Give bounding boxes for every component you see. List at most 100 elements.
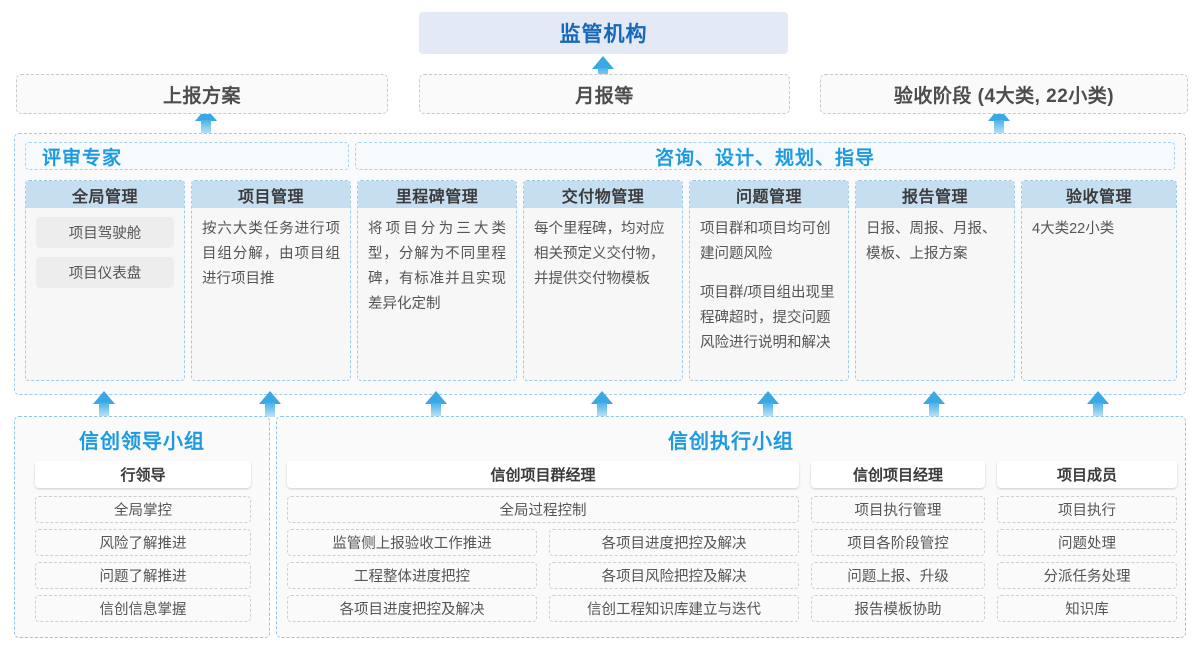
task-label: 知识库 [1065,602,1109,618]
arrow-up-icon [923,391,945,417]
leader-group-title: 信创领导小组 [79,431,205,453]
task-item[interactable]: 各项目风险把控及解决 [549,562,799,589]
card-body: 项目驾驶舱 项目仪表盘 [26,208,184,288]
task-label: 问题处理 [1058,536,1116,552]
task-item[interactable]: 各项目进度把控及解决 [287,595,537,622]
output-label: 月报等 [575,85,634,107]
arrow-up-icon [757,391,779,417]
card-acceptance-management[interactable]: 验收管理 4大类22小类 [1021,180,1177,381]
card-body: 项目群和项目均可创建问题风险 项目群/项目组出现里程碑超时，提交问题风险进行说明… [690,208,848,356]
task-label: 问题上报、升级 [847,569,949,585]
card-title: 项目管理 [192,181,350,208]
consulting-text: 咨询、设计、规划、指导 [654,147,875,169]
arrow-up-icon [425,391,447,417]
task-label: 各项目进度把控及解决 [601,536,747,552]
card-pill[interactable]: 项目驾驶舱 [36,217,174,248]
task-item[interactable]: 分派任务处理 [997,562,1177,589]
task-label: 工程整体进度把控 [354,569,470,585]
card-title: 报告管理 [856,181,1014,208]
card-paragraph: 4大类22小类 [1032,221,1115,237]
card-title: 验收管理 [1022,181,1176,208]
role-label: 行领导 [120,467,166,484]
output-box-monthly-report: 月报等 [419,74,790,114]
card-pill[interactable]: 项目仪表盘 [36,257,174,288]
task-label: 分派任务处理 [1043,569,1131,585]
platform-panel: 评审专家 咨询、设计、规划、指导 全局管理 项目驾驶舱 项目仪表盘 项目管理 按… [14,133,1186,395]
task-item[interactable]: 报告模板协助 [811,595,985,622]
card-project-management[interactable]: 项目管理 按六大类任务进行项目组分解，由项目组进行项目推 [191,180,351,381]
task-item[interactable]: 风险了解推进 [35,529,251,556]
task-label: 监管侧上报验收工作推进 [332,536,492,552]
task-item[interactable]: 工程整体进度把控 [287,562,537,589]
task-label: 全局掌控 [114,503,172,519]
review-expert-text: 评审专家 [42,147,123,169]
card-global-management[interactable]: 全局管理 项目驾驶舱 项目仪表盘 [25,180,185,381]
role-header-program-manager: 信创项目群经理 [287,461,799,488]
task-label: 项目执行 [1058,503,1116,519]
task-item[interactable]: 知识库 [997,595,1177,622]
consulting-label: 咨询、设计、规划、指导 [355,142,1175,170]
card-deliverable-management[interactable]: 交付物管理 每个里程碑，均对应相关预定义交付物，并提供交付物模板 [523,180,683,381]
task-label: 报告模板协助 [854,602,942,618]
task-item[interactable]: 项目执行管理 [811,496,985,523]
task-item[interactable]: 问题了解推进 [35,562,251,589]
card-paragraph: 项目群/项目组出现里程碑超时，提交问题风险进行说明和解决 [700,285,835,351]
task-item[interactable]: 监管侧上报验收工作推进 [287,529,537,556]
regulator-banner: 监管机构 [419,12,788,54]
task-label: 问题了解推进 [99,569,187,585]
task-label: 各项目风险把控及解决 [601,569,747,585]
card-issue-management[interactable]: 问题管理 项目群和项目均可创建问题风险 项目群/项目组出现里程碑超时，提交问题风… [689,180,849,381]
task-label: 信创信息掌握 [99,602,187,618]
task-item[interactable]: 各项目进度把控及解决 [549,529,799,556]
role-header-bank-leader: 行领导 [35,461,251,488]
card-title: 交付物管理 [524,181,682,208]
card-title: 全局管理 [26,181,184,208]
role-label: 信创项目经理 [852,467,943,484]
card-paragraph: 每个里程碑，均对应相关预定义交付物，并提供交付物模板 [534,221,665,287]
card-milestone-management[interactable]: 里程碑管理 将项目分为三大类型，分解为不同里程碑，有标准并且实现差异化定制 [357,180,517,381]
task-label: 项目各阶段管控 [847,536,949,552]
task-item[interactable]: 问题处理 [997,529,1177,556]
card-body: 将项目分为三大类型，分解为不同里程碑，有标准并且实现差异化定制 [358,208,516,317]
task-label: 各项目进度把控及解决 [339,602,485,618]
card-title: 里程碑管理 [358,181,516,208]
role-label: 信创项目群经理 [490,467,596,484]
review-expert-label: 评审专家 [25,142,349,170]
arrow-up-icon [93,391,115,417]
task-item[interactable]: 项目各阶段管控 [811,529,985,556]
output-box-acceptance-stage: 验收阶段 (4大类, 22小类) [820,74,1188,114]
arrow-up-icon [1087,391,1109,417]
task-label: 全局过程控制 [499,503,587,519]
exec-group-panel: 信创执行小组 信创项目群经理 全局过程控制 监管侧上报验收工作推进 工程整体进度… [276,416,1186,638]
task-item[interactable]: 全局掌控 [35,496,251,523]
task-item[interactable]: 信创信息掌握 [35,595,251,622]
arrow-up-icon [259,391,281,417]
role-header-project-member: 项目成员 [997,461,1177,488]
card-paragraph: 项目群和项目均可创建问题风险 [700,221,831,262]
card-title: 问题管理 [690,181,848,208]
task-item[interactable]: 问题上报、升级 [811,562,985,589]
card-paragraph: 将项目分为三大类型，分解为不同里程碑，有标准并且实现差异化定制 [368,221,506,312]
card-body: 日报、周报、月报、模板、上报方案 [856,208,1014,267]
task-item[interactable]: 项目执行 [997,496,1177,523]
role-label: 项目成员 [1056,467,1117,484]
arrow-up-icon [591,391,613,417]
output-label: 验收阶段 (4大类, 22小类) [893,85,1115,107]
leader-group-panel: 信创领导小组 行领导 全局掌控 风险了解推进 问题了解推进 信创信息掌握 [14,416,270,638]
task-item[interactable]: 全局过程控制 [287,496,799,523]
card-paragraph: 日报、周报、月报、模板、上报方案 [866,221,997,262]
task-item[interactable]: 信创工程知识库建立与迭代 [549,595,799,622]
card-body: 按六大类任务进行项目组分解，由项目组进行项目推 [192,208,350,292]
task-label: 项目执行管理 [854,503,942,519]
card-body: 每个里程碑，均对应相关预定义交付物，并提供交付物模板 [524,208,682,292]
card-body: 4大类22小类 [1022,208,1176,242]
exec-group-title: 信创执行小组 [668,431,794,453]
regulator-label: 监管机构 [559,23,648,46]
card-report-management[interactable]: 报告管理 日报、周报、月报、模板、上报方案 [855,180,1015,381]
output-label: 上报方案 [162,85,241,107]
task-label: 信创工程知识库建立与迭代 [587,602,761,618]
task-label: 风险了解推进 [99,536,187,552]
output-box-plan: 上报方案 [16,74,388,114]
role-header-project-manager: 信创项目经理 [811,461,985,488]
